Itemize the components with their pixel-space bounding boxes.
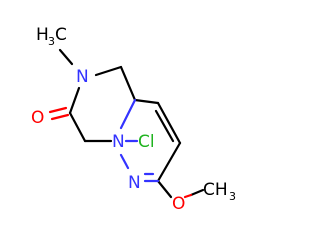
bond-co-double-2: [50, 113, 70, 121]
methyl-top-h: H: [36, 25, 49, 45]
bond-c4-c5-outer: [156, 101, 182, 145]
methyl-right-sub: 3: [229, 190, 236, 203]
methyl-top-c: C: [55, 25, 67, 45]
amide-nitrogen-label: N: [76, 67, 89, 87]
methyl-right-ch: CH: [203, 180, 228, 200]
bond-ch3-n: [58, 48, 74, 66]
bond-n-ch2-top: [94, 65, 123, 77]
bond-c3-c4: [133, 98, 160, 105]
bond-n-c3: [119, 98, 137, 130]
pyridine-nitrogen-label: N: [128, 173, 141, 193]
bond-carbonyl-c-ch2: [68, 111, 87, 143]
methyl-top-label: H 3 C: [36, 25, 67, 48]
bond-n-n-ring: [119, 153, 130, 170]
bond-o-ch3-red: [183, 193, 193, 199]
molecule-structure-diagram: H 3 C N O N Cl N O CH 3: [31, 25, 236, 214]
ether-oxygen-label: O: [172, 194, 185, 214]
bond-lines: [58, 48, 205, 199]
bond-ch2-top-c3: [119, 65, 137, 102]
chloro-label: Cl: [138, 132, 155, 152]
amino-nitrogen-label: N: [112, 132, 125, 152]
bond-c4-c5-inner: [154, 109, 175, 143]
bond-co-double-1: [48, 106, 68, 114]
methyl-top-sub: 3: [48, 35, 55, 48]
bond-o-ch3: [189, 188, 205, 197]
carbonyl-oxygen-label: O: [31, 108, 44, 128]
bond-c6-o: [156, 179, 173, 199]
methyl-right-label: CH 3: [203, 180, 236, 203]
bond-n-carbonyl-c: [68, 86, 81, 115]
heteroatom-bonds: [48, 98, 193, 199]
bond-c5-c6: [156, 141, 182, 183]
